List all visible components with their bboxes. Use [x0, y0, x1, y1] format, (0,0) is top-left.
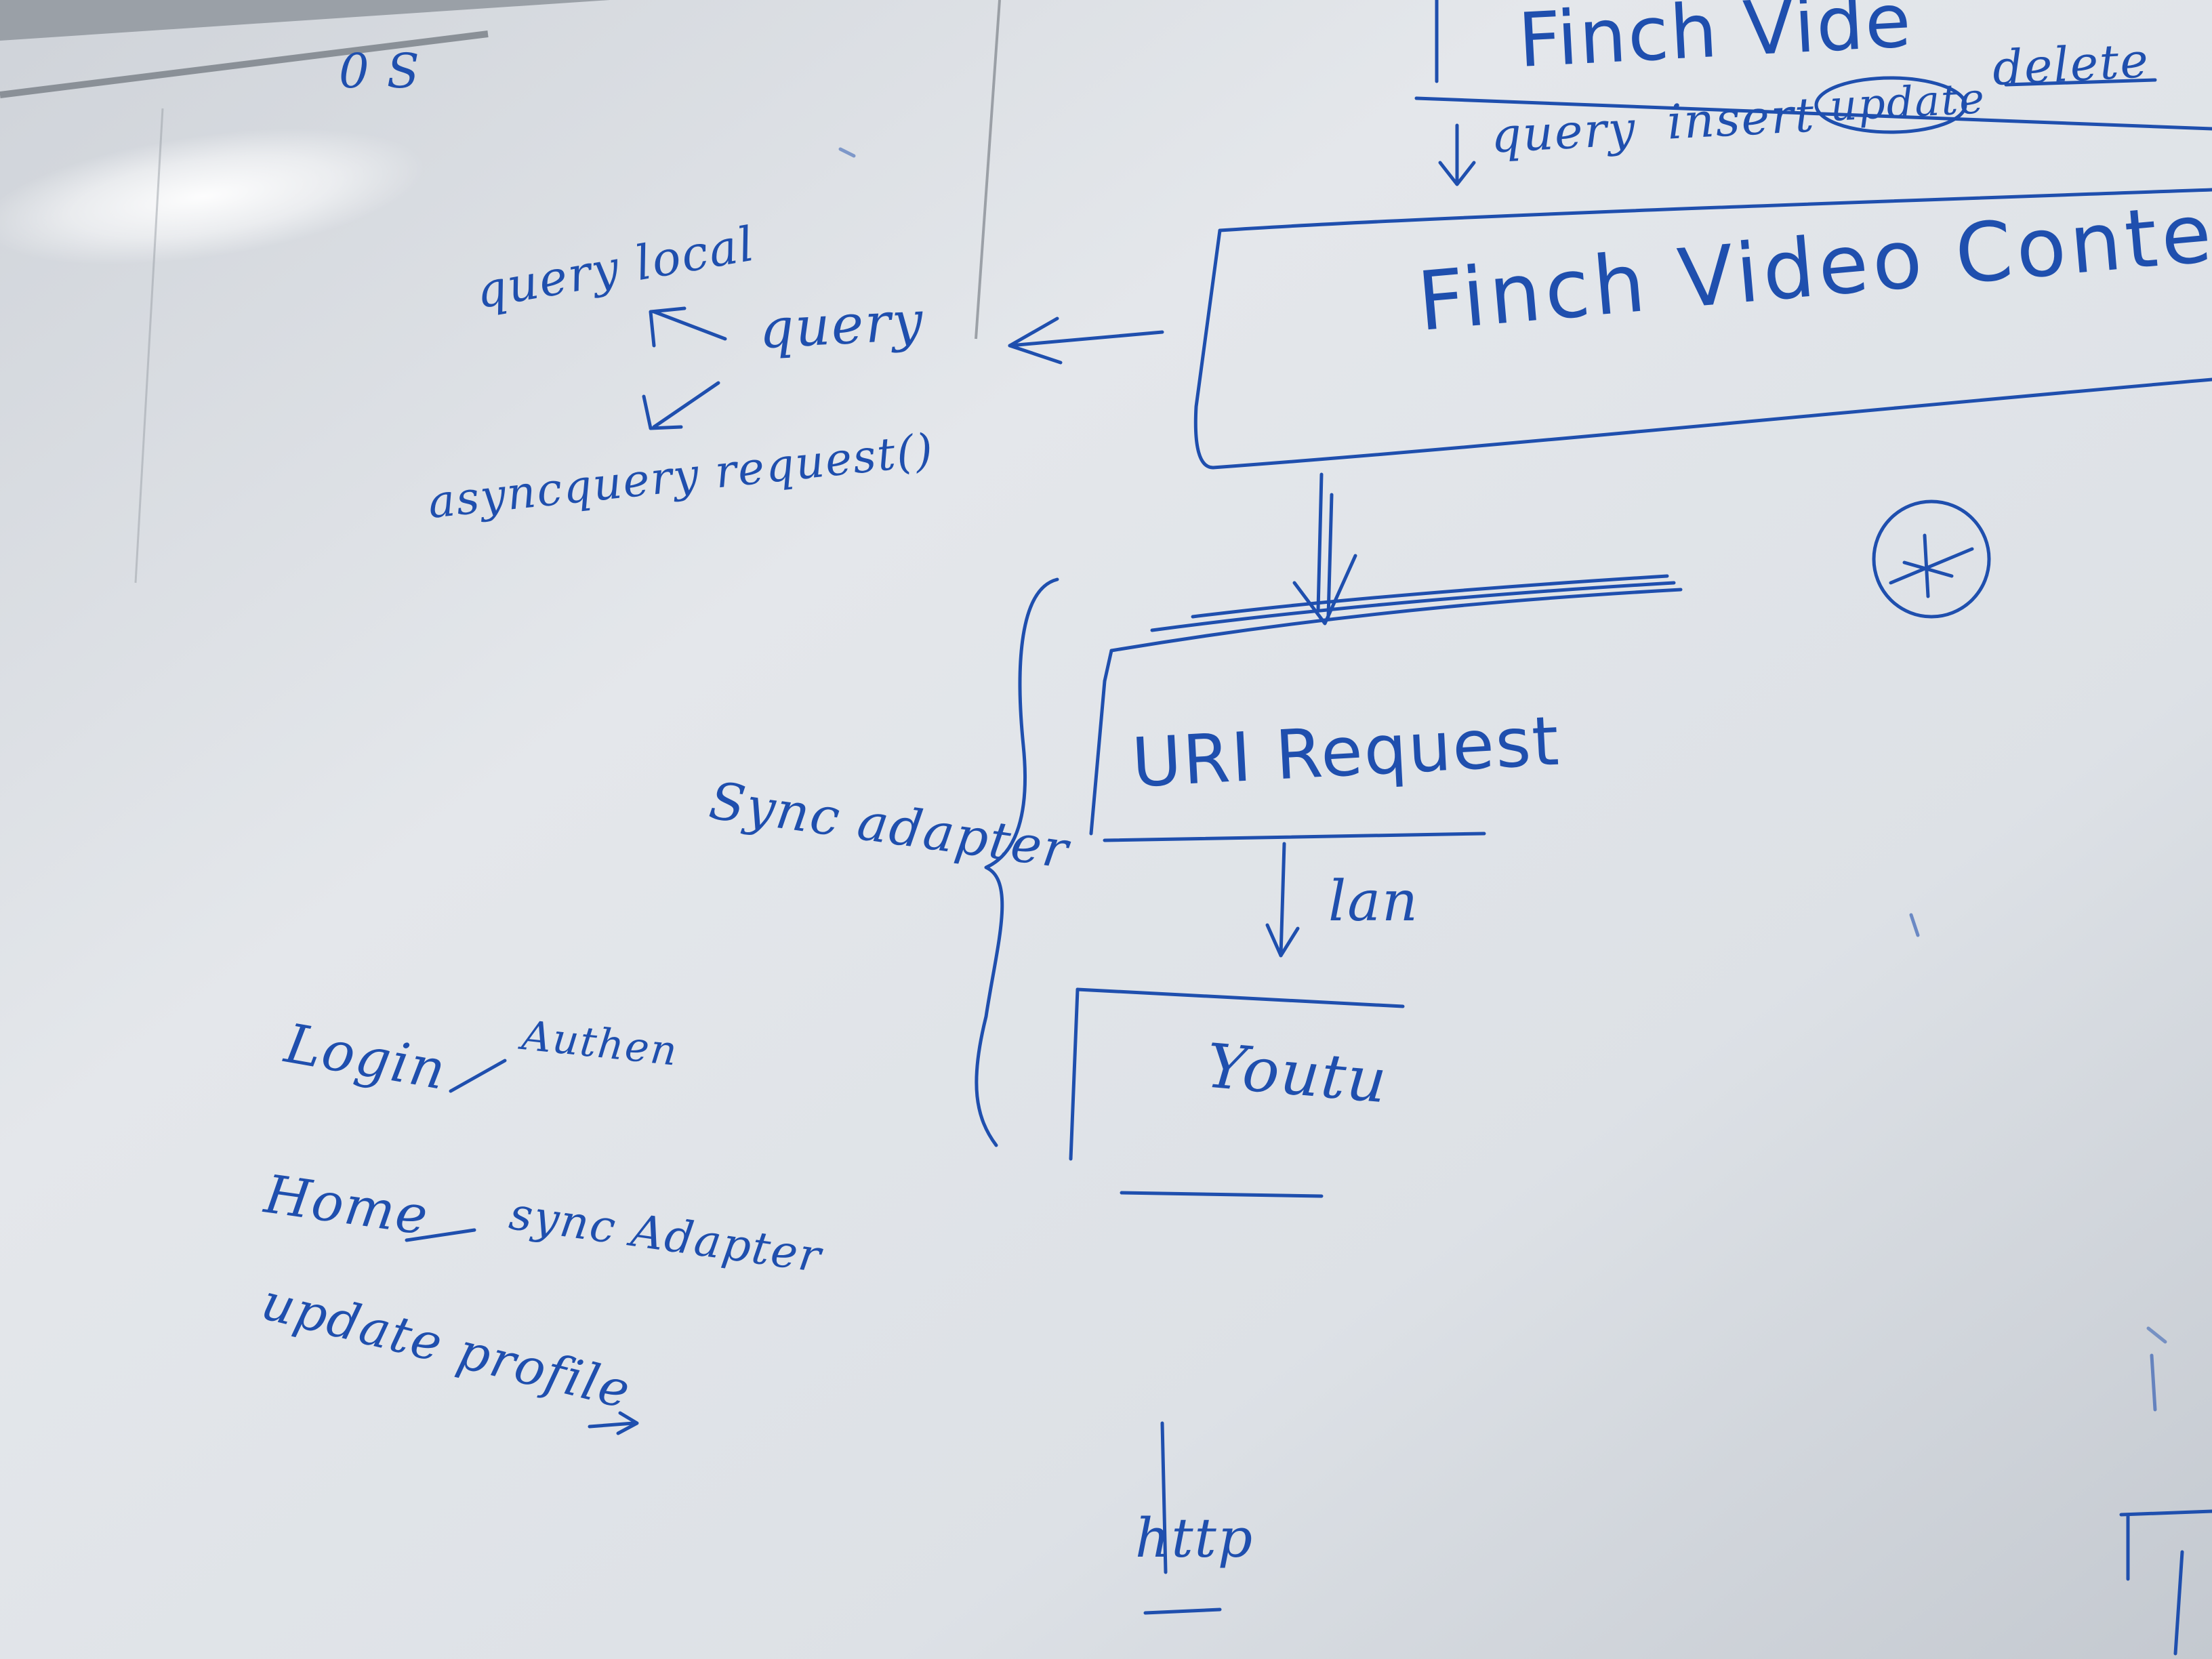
header-op-update: update — [1828, 73, 1987, 131]
bottom-http-label: http — [1135, 1507, 1254, 1570]
board-frame — [0, 0, 610, 41]
top-corner-scribble: 0 S — [339, 43, 421, 99]
youtube-box-label: Youtu — [1203, 1030, 1391, 1118]
header-op-insert: insert — [1666, 87, 1817, 150]
header-underline — [1414, 96, 2212, 131]
circled-symbol — [1872, 499, 1991, 619]
light-glare — [0, 128, 426, 265]
header-op-query: query — [1490, 100, 1638, 164]
arrow-label: lan — [1328, 869, 1419, 934]
header-op-delete: delete — [1991, 32, 2151, 97]
update-circle — [1814, 76, 1967, 134]
content-box-top — [1218, 188, 2212, 232]
query-label: query — [757, 289, 926, 361]
top-header-text: Finch Vide — [1516, 0, 1914, 85]
